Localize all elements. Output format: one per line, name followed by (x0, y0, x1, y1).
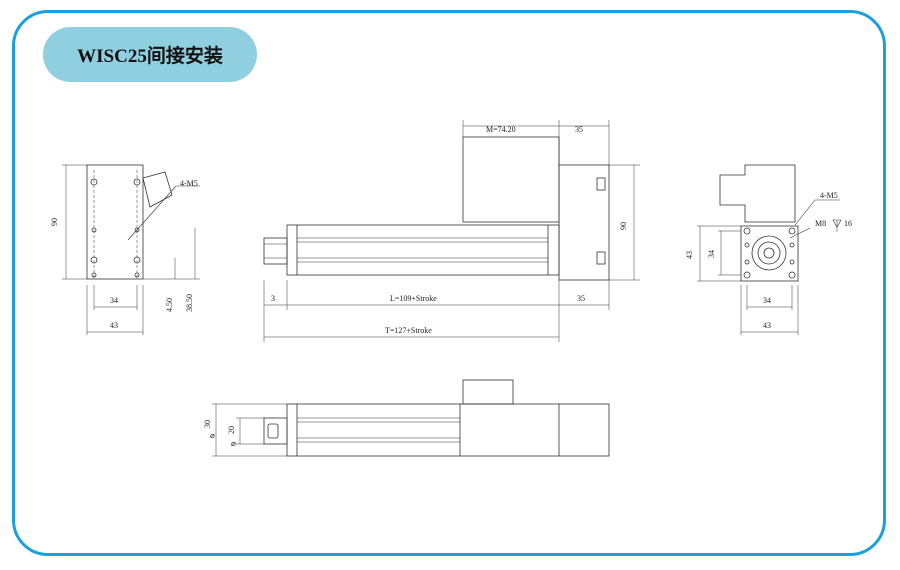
inner-dia-label: 20 (227, 426, 236, 434)
front-width-label: 43 (110, 321, 118, 330)
top-actuator-body (286, 403, 610, 457)
front-hole-width-label: 34 (110, 296, 118, 305)
end-motor-outline (719, 164, 796, 223)
front-height-label: 90 (50, 218, 59, 226)
front-offset-b-label: 38.50 (185, 294, 194, 312)
front-view (62, 164, 200, 335)
total-length-label: T=127+Stroke (385, 326, 432, 335)
side-height-label: 90 (619, 222, 628, 230)
actuator-body (286, 224, 560, 276)
end-hole-spacing-v-label: 34 (707, 250, 716, 258)
end-plate (740, 225, 799, 282)
motor-body (462, 136, 560, 223)
end-view (697, 164, 842, 335)
end-holes-label: 4-M5 (820, 191, 838, 200)
inner-dia-symbol: ⌀ (231, 439, 236, 448)
motor-cap-label: 35 (575, 125, 583, 134)
rod-end (263, 237, 288, 265)
top-view (212, 379, 610, 457)
end-width-label: 43 (763, 321, 771, 330)
front-bracket (142, 171, 173, 208)
end-length-label: 35 (577, 294, 585, 303)
end-hole-spacing-h-label: 34 (763, 296, 771, 305)
end-height-label: 43 (685, 251, 694, 259)
center-thread-label: M8 (815, 219, 826, 228)
top-motor-bump (462, 379, 514, 405)
motor-cap (558, 164, 610, 281)
thread-depth-label: 16 (844, 219, 852, 228)
front-plate (86, 164, 144, 280)
left-margin-label: 3 (271, 294, 275, 303)
page-title: WISC25间接安装 (43, 27, 257, 82)
side-view (263, 120, 640, 342)
body-length-label: L=109+Stroke (390, 294, 437, 303)
top-rod-end (263, 417, 288, 445)
motor-length-label: M=74.20 (486, 125, 516, 134)
outer-frame (12, 10, 886, 556)
front-offset-a-label: 4.50 (165, 298, 174, 312)
outer-dia-symbol: ⌀ (210, 431, 215, 440)
outer-dia-label: 30 (203, 420, 212, 428)
front-holes-label: 4-M5 (180, 179, 198, 188)
